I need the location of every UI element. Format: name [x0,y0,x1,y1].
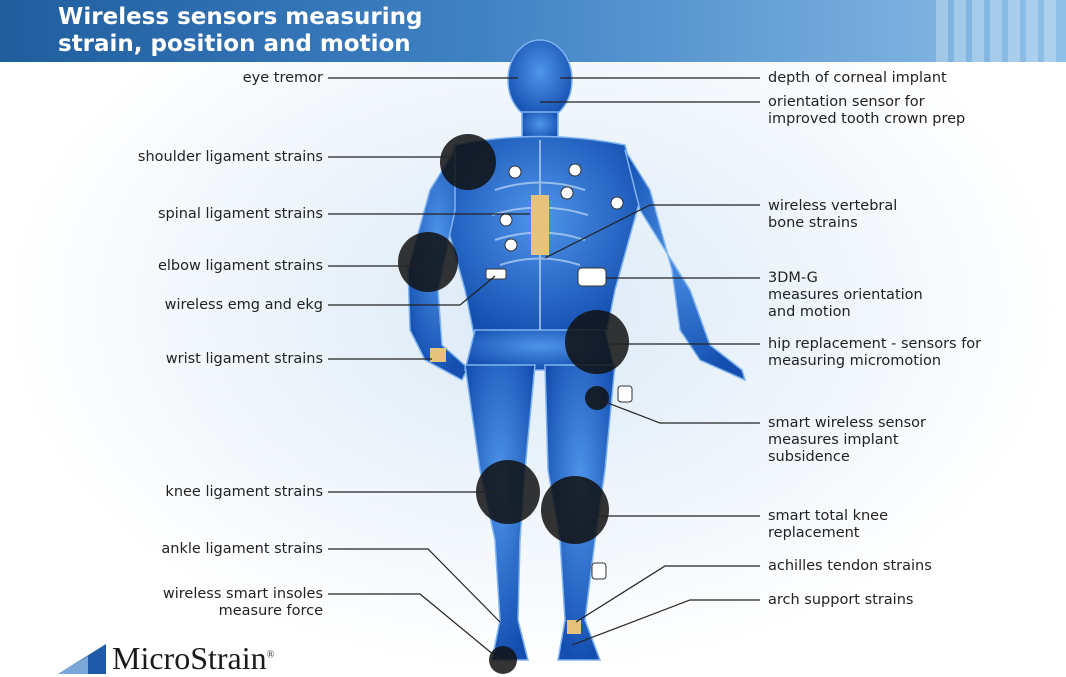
label-shoulder-ligament: shoulder ligament strains [138,149,323,166]
sensor-elbow [398,232,458,292]
label-tooth-crown: orientation sensor for improved tooth cr… [768,94,965,128]
sensor-node [509,166,521,178]
sensor-emg-box [486,269,506,279]
label-vertebral-bone: wireless vertebral bone strains [768,198,897,232]
label-emg-ekg: wireless emg and ekg [165,297,323,314]
implant-spine [531,195,549,255]
sensor-hip [565,310,629,374]
label-spinal-ligament: spinal ligament strains [158,206,323,223]
label-ankle-ligament: ankle ligament strains [161,541,323,558]
sensor-thigh [585,386,609,410]
microstrain-logo: MicroStrain® [58,640,274,677]
implant-wrist [430,348,446,362]
label-elbow-ligament: elbow ligament strains [158,258,323,275]
sensor-thigh-box [618,386,632,402]
sensor-node [611,197,623,209]
label-hip-replacement: hip replacement - sensors for measuring … [768,336,981,370]
sensor-node [505,239,517,251]
label-3dmg: 3DM-G measures orientation and motion [768,270,923,321]
label-knee-ligament: knee ligament strains [165,484,323,501]
head-shape [508,40,572,120]
sensor-node [500,214,512,226]
label-total-knee: smart total knee replacement [768,508,888,542]
sensor-foot-left [489,646,517,674]
logo-text: MicroStrain® [112,640,274,677]
microstrain-logo-icon [58,644,106,674]
sensor-shin-box [592,563,606,579]
implant-ankle-right [567,620,581,634]
label-implant-subsidence: smart wireless sensor measures implant s… [768,415,926,466]
label-wrist-ligament: wrist ligament strains [166,351,323,368]
label-achilles-tendon: achilles tendon strains [768,558,932,575]
sensor-knee-right [541,476,609,544]
leader-insoles [328,594,500,660]
leader-subsidence [600,400,760,423]
sensor-node [561,187,573,199]
sensor-shoulder [440,134,496,190]
arm-right-shape [625,150,745,380]
label-arch-support: arch support strains [768,592,913,609]
label-eye-tremor: eye tremor [243,70,323,87]
sensor-node [569,164,581,176]
label-smart-insoles: wireless smart insoles measure force [163,586,323,620]
leader-ankle [328,549,500,622]
label-corneal-implant: depth of corneal implant [768,70,947,87]
sensor-3dmg-box [578,268,606,286]
